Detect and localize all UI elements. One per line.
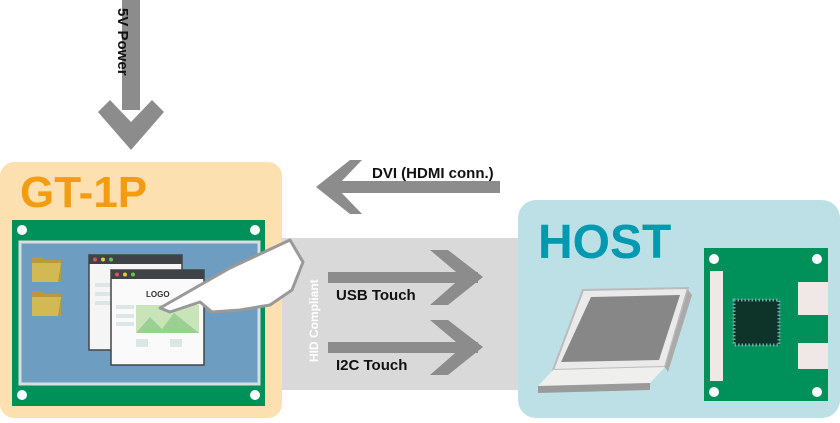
gt1p-device: GT-1P LOGO [0, 162, 305, 418]
connection-band [270, 238, 530, 390]
window-front: LOGO [110, 269, 205, 366]
host: HOST [518, 200, 840, 418]
i2c-label: I2C Touch [336, 357, 407, 374]
hid-compliant-label: HID Compliant [307, 279, 321, 362]
laptop-icon [538, 286, 692, 393]
pointing-hand-icon [158, 238, 305, 314]
usb-touch-arrow: USB Touch [328, 250, 483, 305]
host-pcb-icon [704, 248, 828, 401]
folder-icon [32, 257, 61, 282]
folder-icon [32, 291, 61, 316]
window-logo: LOGO [146, 290, 170, 299]
power-label: 5V Power [114, 8, 131, 76]
dvi-arrow: DVI (HDMI conn.) [316, 160, 500, 214]
dvi-label: DVI (HDMI conn.) [372, 165, 494, 182]
i2c-touch-arrow: I2C Touch [328, 320, 483, 375]
power-arrow: 5V Power [98, 0, 164, 150]
usb-label: USB Touch [336, 287, 416, 304]
host-title: HOST [538, 216, 671, 269]
device-title: GT-1P [20, 168, 147, 217]
